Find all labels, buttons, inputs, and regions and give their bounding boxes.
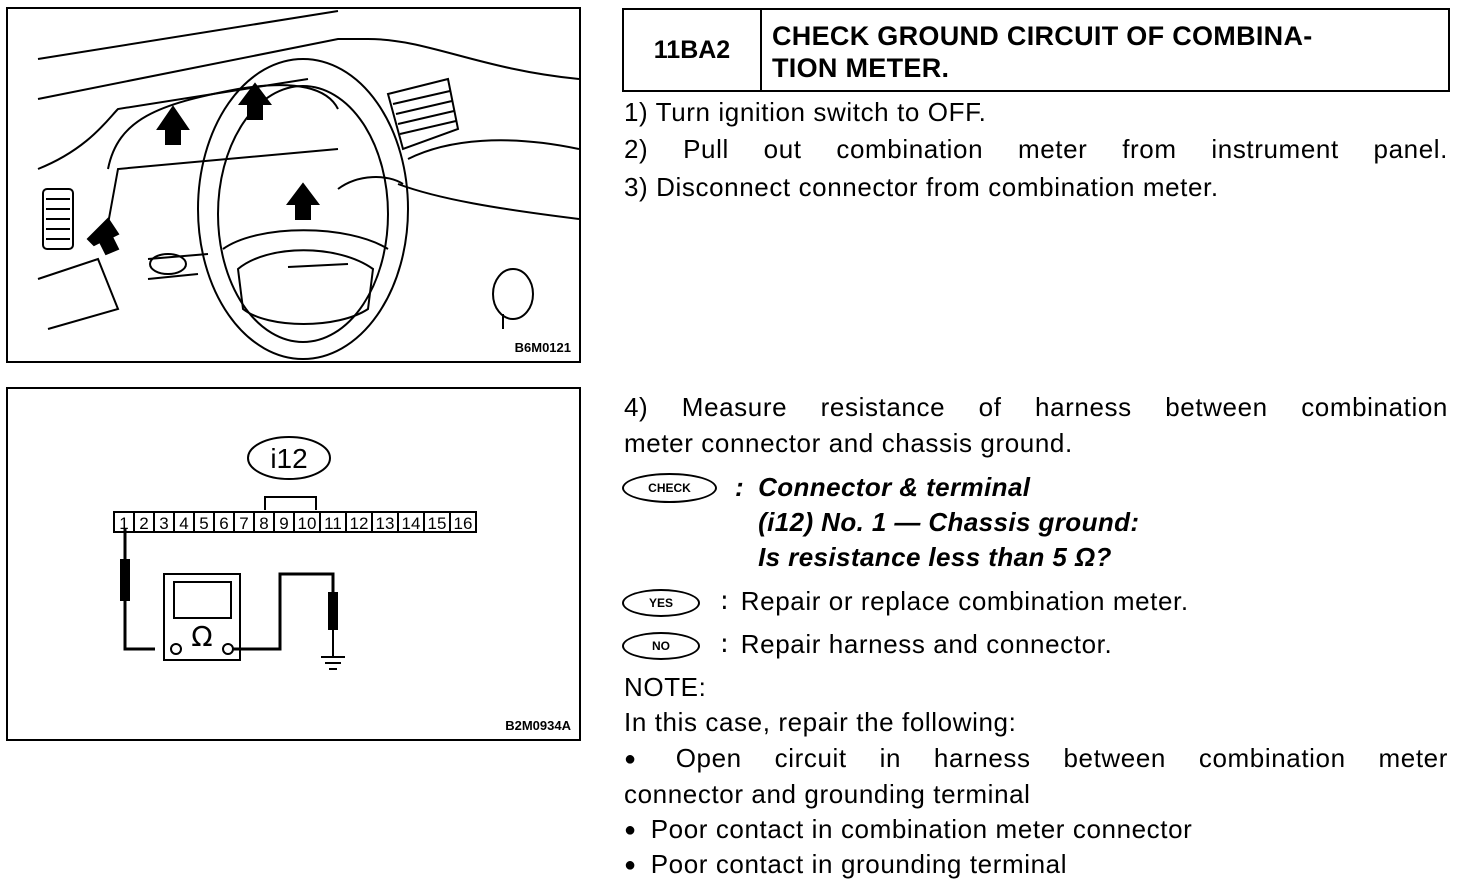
connector-pin-number: 14 — [402, 514, 421, 533]
check-row: CHECK : Connector & terminal (i12) No. 1… — [622, 470, 1140, 575]
arrow-icon — [238, 82, 272, 120]
no-text: Repair harness and connector. — [740, 629, 1113, 659]
dashboard-illustration — [37, 10, 579, 360]
note-bullet-1-line2: connector and grounding terminal — [624, 779, 1031, 809]
connector-pin-number: 7 — [239, 514, 248, 533]
check-badge: CHECK — [622, 473, 717, 503]
figure-code: B6M0121 — [514, 340, 571, 355]
figure-dashboard: B6M0121 — [6, 7, 581, 363]
no-badge: NO — [622, 632, 700, 660]
note-intro: In this case, repair the following: — [624, 707, 1017, 737]
step-4-line2: meter connector and chassis ground. — [624, 428, 1073, 458]
yes-badge: YES — [622, 589, 700, 617]
connector-pin-number: 16 — [454, 514, 473, 533]
note-bullet-1-line1: Open circuit in harness between combinat… — [624, 741, 1448, 777]
connector-pin-number: 10 — [298, 514, 317, 533]
check-text: Connector & terminal (i12) No. 1 — Chass… — [758, 470, 1139, 575]
connector-pin-number: 9 — [279, 514, 288, 533]
section-heading: 11BA2 CHECK GROUND CIRCUIT OF COMBINA- T… — [622, 8, 1450, 92]
connector-label: i12 — [270, 443, 307, 474]
section-title-line: CHECK GROUND CIRCUIT OF COMBINA- — [772, 21, 1313, 51]
ohm-symbol: Ω — [191, 620, 212, 653]
step-3: 3) Disconnect connector from combination… — [624, 172, 1219, 202]
no-separator: : — [720, 629, 729, 659]
connector-pin-number: 4 — [179, 514, 188, 533]
probe-left — [120, 559, 130, 601]
connector-pin-number: 6 — [219, 514, 228, 533]
arrow-icon — [156, 105, 190, 145]
step-2: 2) Pull out combination meter from instr… — [624, 134, 1448, 164]
connector-pin-number: 12 — [350, 514, 369, 533]
check-line: (i12) No. 1 — Chassis ground: — [758, 507, 1140, 537]
yes-text: Repair or replace combination meter. — [740, 586, 1189, 616]
connector-pin-number: 1 — [119, 514, 128, 533]
connector-pin-number: 13 — [376, 514, 395, 533]
step-4-line1: 4) Measure resistance of harness between… — [624, 392, 1448, 422]
ohmmeter — [163, 573, 241, 661]
figure-code: B2M0934A — [505, 718, 571, 733]
connector-pin-cell — [449, 511, 477, 533]
note-bullet-3: Poor contact in grounding terminal — [624, 847, 1448, 883]
step-1: 1) Turn ignition switch to OFF. — [624, 97, 987, 127]
probe-right — [328, 592, 338, 630]
connector-pin-number: 15 — [428, 514, 447, 533]
note-bullet-2: Poor contact in combination meter connec… — [624, 812, 1448, 848]
arrow-icon — [86, 217, 120, 256]
yes-row: YES : Repair or replace combination mete… — [622, 584, 1189, 619]
connector-pin-number: 5 — [199, 514, 208, 533]
check-line: Is resistance less than 5 Ω? — [758, 542, 1112, 572]
connector-pin-number: 8 — [259, 514, 268, 533]
check-separator: : — [735, 472, 745, 502]
section-title-line: TION METER. — [772, 53, 950, 83]
note-label: NOTE: — [624, 672, 707, 702]
check-line: Connector & terminal — [758, 472, 1031, 502]
connector-pin-number: 2 — [139, 514, 148, 533]
section-title: CHECK GROUND CIRCUIT OF COMBINA- TION ME… — [762, 10, 1448, 90]
ground-icon — [321, 630, 345, 670]
ohmmeter-display — [173, 581, 232, 619]
no-row: NO : Repair harness and connector. — [622, 627, 1112, 662]
section-code: 11BA2 — [624, 10, 762, 90]
connector-label-ellipse — [247, 436, 331, 480]
arrow-icon — [286, 182, 320, 220]
connector-pin-number: 11 — [324, 514, 342, 533]
yes-separator: : — [720, 586, 729, 616]
connector-pin-number: 3 — [159, 514, 168, 533]
